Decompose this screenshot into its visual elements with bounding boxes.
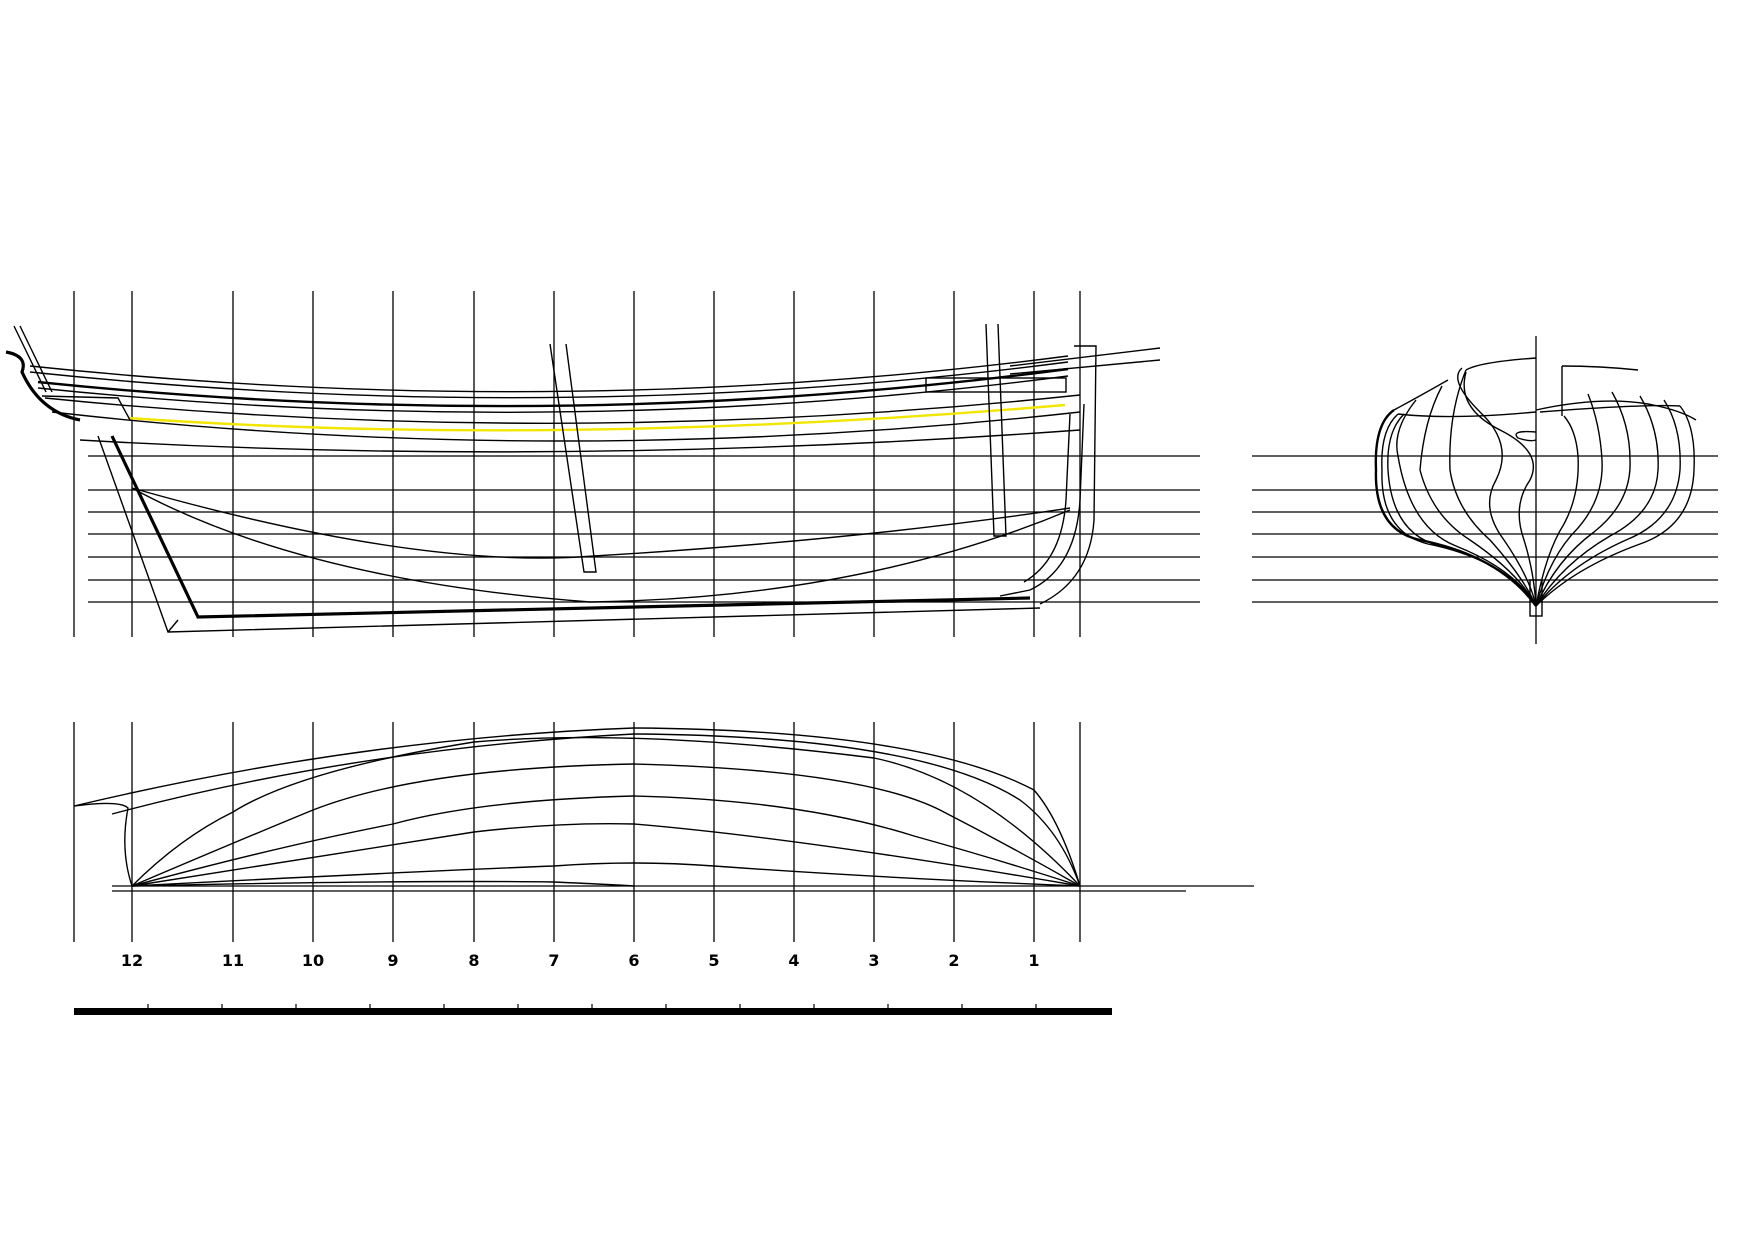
profile-station-lines xyxy=(73,291,1081,637)
aft-mast xyxy=(985,323,1007,537)
keel xyxy=(97,435,1041,633)
station-label-4: 4 xyxy=(788,951,799,970)
station-label-6: 6 xyxy=(628,951,639,970)
buttock-lines xyxy=(131,487,1071,603)
forward-mast xyxy=(549,343,597,573)
scale-bar xyxy=(74,1004,1112,1015)
bow-profile xyxy=(5,325,131,422)
body-plan xyxy=(1252,336,1718,644)
half-breadth-plan xyxy=(73,722,1254,942)
station-label-8: 8 xyxy=(468,951,479,970)
profile-view xyxy=(5,291,1200,637)
station-label-1: 1 xyxy=(1028,951,1039,970)
body-plan-aft-sections xyxy=(1374,357,1537,607)
station-label-2: 2 xyxy=(948,951,959,970)
half-breadth-waterlines xyxy=(73,727,1081,887)
station-labels: 12 11 10 9 8 7 6 5 4 3 2 1 xyxy=(121,951,1040,970)
sheer-lines xyxy=(29,347,1161,453)
profile-waterlines xyxy=(88,455,1200,603)
station-label-9: 9 xyxy=(387,951,398,970)
half-breadth-station-lines xyxy=(73,722,1081,942)
station-label-3: 3 xyxy=(868,951,879,970)
sheer-highlight-line xyxy=(127,403,1066,432)
station-label-12: 12 xyxy=(121,951,143,970)
station-label-11: 11 xyxy=(222,951,244,970)
station-label-7: 7 xyxy=(548,951,559,970)
stern-post xyxy=(925,345,1097,605)
station-label-5: 5 xyxy=(708,951,719,970)
body-plan-fwd-sections xyxy=(1535,365,1697,607)
station-label-10: 10 xyxy=(302,951,324,970)
body-plan-waterlines xyxy=(1252,455,1718,603)
